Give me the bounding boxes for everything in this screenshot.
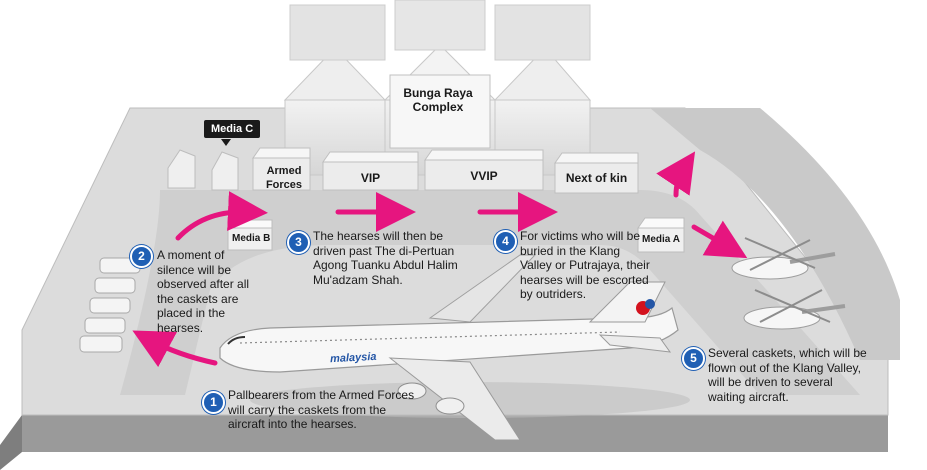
route-arrow-6 — [691, 220, 748, 259]
media-a-box — [637, 217, 685, 253]
next-of-kin-tent — [554, 152, 639, 194]
media-c-tag: Media C — [204, 120, 261, 138]
platform-side-left — [0, 415, 22, 470]
route-arrows — [132, 151, 748, 368]
step-badge-4: 4 — [494, 230, 517, 253]
step-badge-2: 2 — [130, 245, 153, 268]
taxiway-right — [650, 108, 900, 360]
media-b-label: Media B — [232, 233, 271, 244]
route-arrow-2 — [175, 191, 268, 241]
vip-label: VIP — [360, 171, 381, 185]
armed-forces-tent — [252, 147, 311, 191]
next-of-kin-label: Next of kin — [565, 171, 628, 185]
bunga-raya-label: Bunga Raya Complex — [403, 86, 473, 114]
aircraft-livery: malaysia — [329, 350, 377, 366]
armed-forces-label: Armed Forces — [265, 165, 303, 191]
hearse-row — [79, 257, 141, 353]
step-text-5: Several caskets, which will be flown out… — [708, 346, 867, 404]
step-text-4: For victims who will be buried in the Kl… — [520, 229, 650, 301]
vip-tent — [322, 151, 419, 191]
waiting-helicopter-2 — [743, 289, 846, 330]
aircraft — [219, 254, 690, 441]
route-arrow-1 — [132, 330, 218, 368]
media-c-huts — [167, 149, 239, 191]
step-badge-1: 1 — [202, 391, 225, 414]
step-text-2: A moment of silence will be observed aft… — [157, 248, 250, 335]
step-badge-3: 3 — [287, 231, 310, 254]
waiting-helicopter-1 — [731, 237, 836, 280]
vvip-tent — [424, 149, 544, 191]
step-badge-5: 5 — [682, 347, 705, 370]
step-text-1: Pallbearers from the Armed Forces will c… — [228, 388, 415, 431]
platform-side-front — [22, 415, 888, 452]
step-text-3: The hearses will then be driven past The… — [313, 229, 458, 287]
vvip-label: VVIP — [470, 169, 498, 183]
media-a-label: Media A — [642, 234, 680, 245]
route-arrow-5 — [656, 151, 696, 198]
media-c-tag-pointer — [221, 139, 231, 146]
